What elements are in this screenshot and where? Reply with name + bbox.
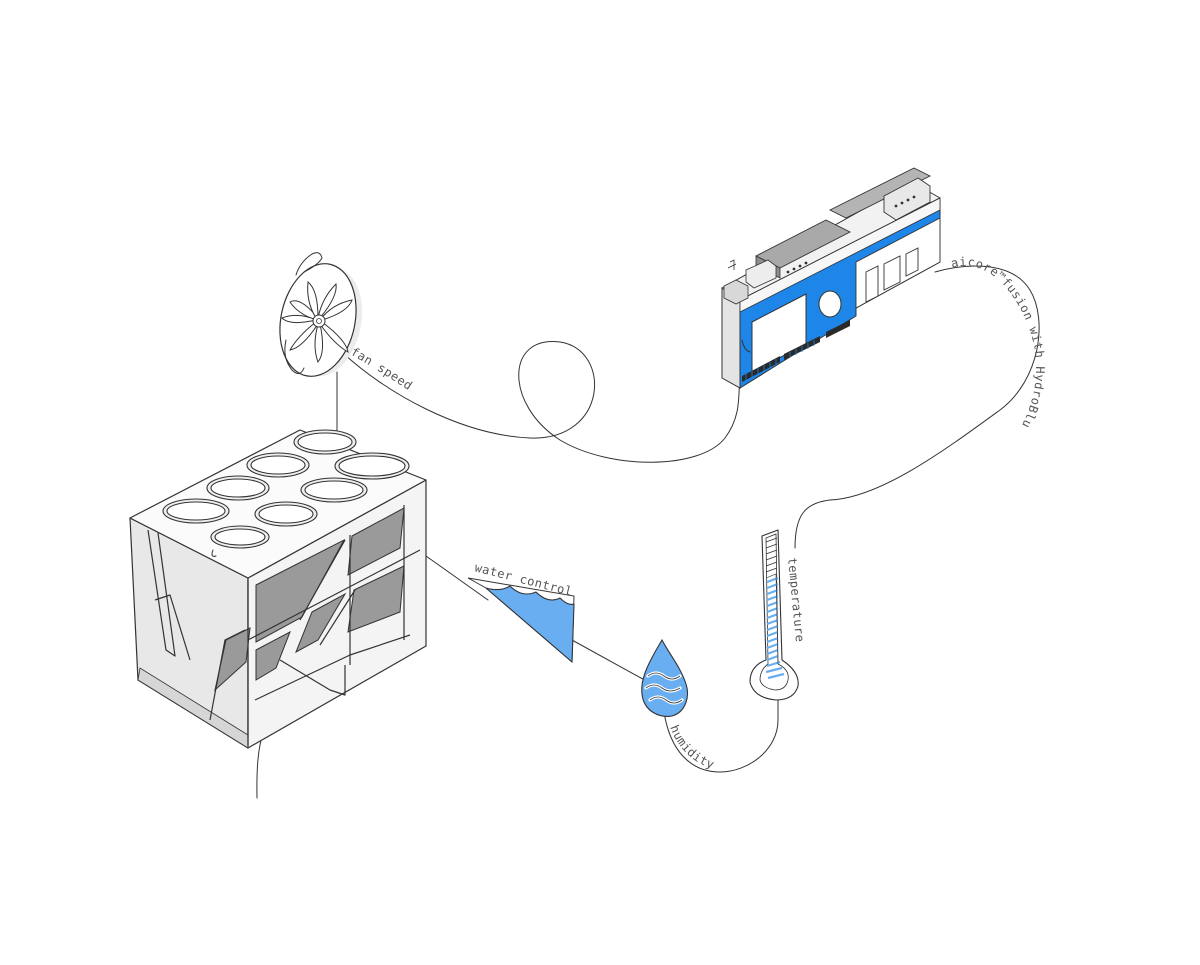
wire-thermometer-to-controller xyxy=(794,265,1040,549)
wire-unit-to-tank xyxy=(425,555,489,601)
wire-droplet-to-thermometer xyxy=(663,685,779,773)
cooling-unit-icon xyxy=(129,429,427,749)
connection-wires xyxy=(256,265,1040,799)
temperature-label: temperature xyxy=(785,557,807,643)
wire-tank-to-droplet xyxy=(571,639,651,684)
water-droplet-icon xyxy=(641,638,689,717)
fan-icon xyxy=(279,252,363,377)
water-control-label: water control xyxy=(473,560,574,598)
thermometer-icon xyxy=(749,529,799,701)
water-tank-icon xyxy=(467,577,575,664)
fan-speed-label: fan speed xyxy=(348,344,415,393)
controller-board-icon xyxy=(721,167,941,389)
wire-fan-to-controller xyxy=(342,341,741,463)
